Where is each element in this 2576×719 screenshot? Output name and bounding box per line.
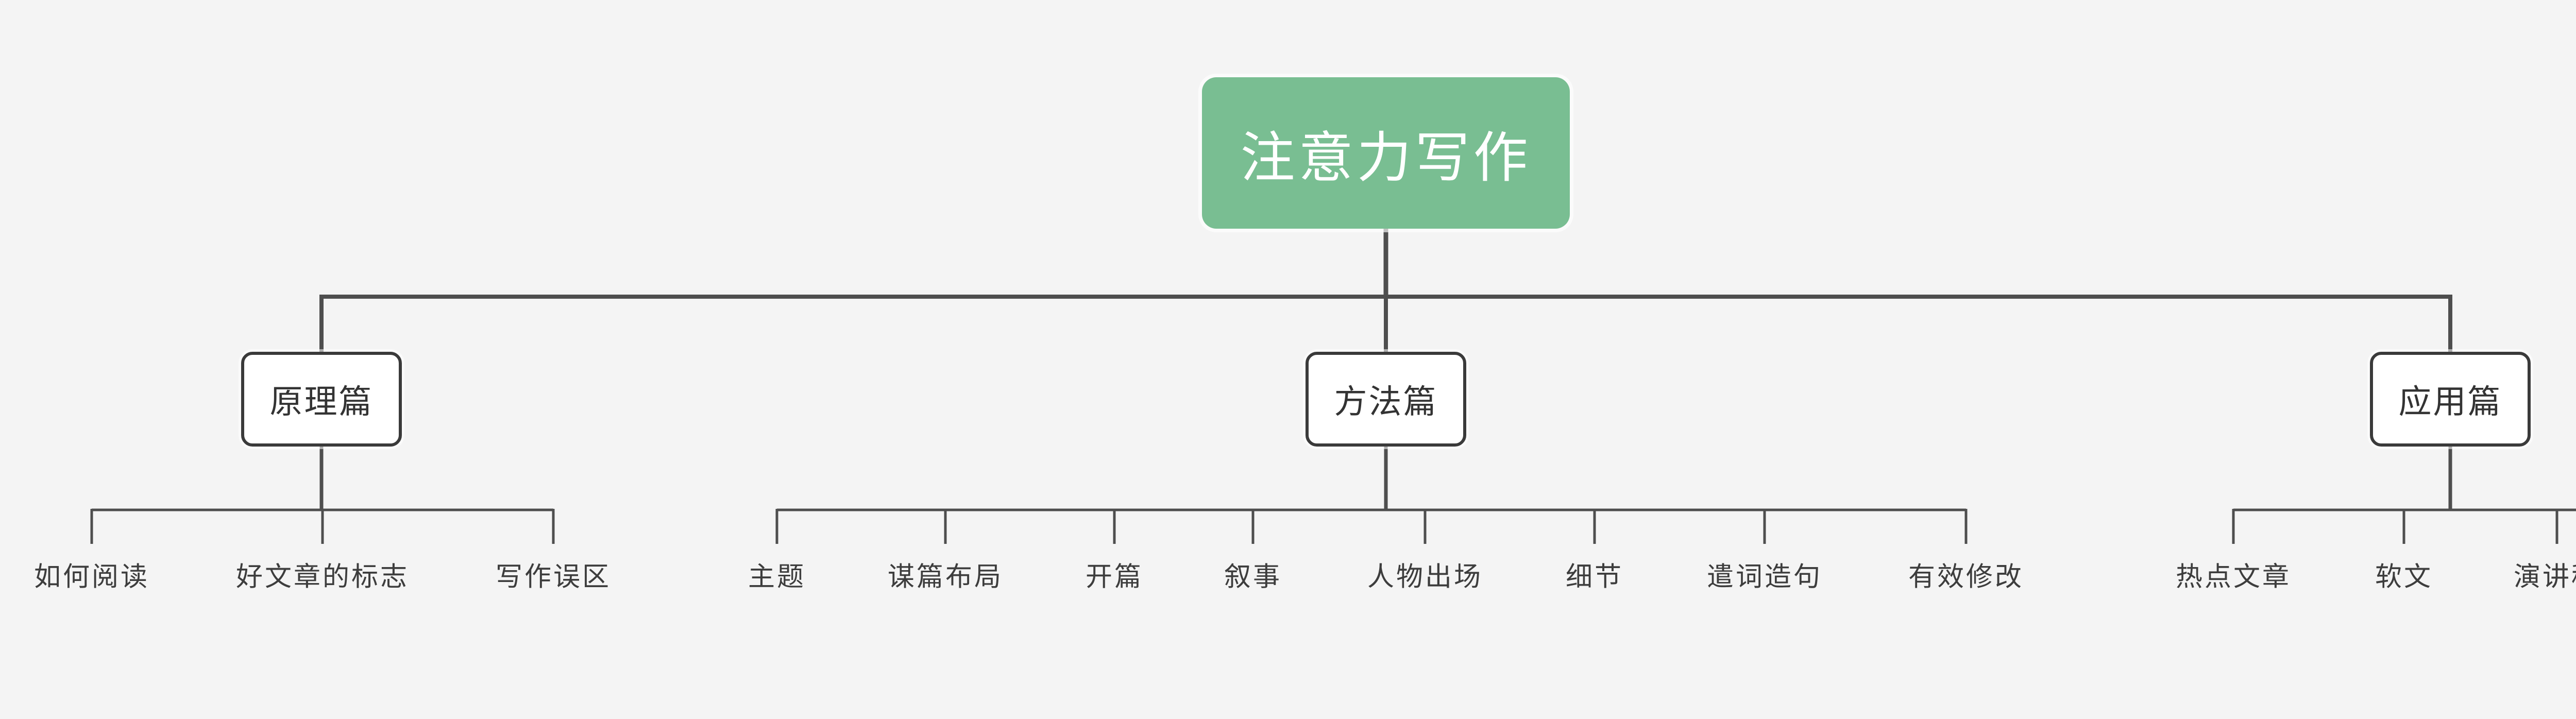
branch-node-3[interactable]: 应用篇 bbox=[2370, 352, 2531, 447]
leaf-node[interactable]: 遣词造句 bbox=[1706, 562, 1823, 592]
leaf-node[interactable]: 有效修改 bbox=[1908, 562, 2024, 592]
branch-node-2[interactable]: 方法篇 bbox=[1306, 352, 1466, 447]
branch-node-label: 应用篇 bbox=[2398, 383, 2502, 420]
root-node[interactable]: 注意力写作 bbox=[1202, 77, 1570, 229]
leaf-node[interactable]: 软文 bbox=[2375, 562, 2433, 592]
leaf-node[interactable]: 热点文章 bbox=[2175, 562, 2292, 592]
leaf-node[interactable]: 写作误区 bbox=[495, 562, 612, 592]
leaf-node[interactable]: 演讲稿 bbox=[2513, 562, 2576, 592]
leaf-node[interactable]: 主题 bbox=[748, 562, 806, 592]
branch-node-1[interactable]: 原理篇 bbox=[241, 352, 402, 447]
leaf-node[interactable]: 叙事 bbox=[1224, 562, 1282, 592]
leaf-node[interactable]: 如何阅读 bbox=[33, 562, 150, 592]
root-node-label: 注意力写作 bbox=[1240, 128, 1532, 189]
leaf-node[interactable]: 人物出场 bbox=[1367, 562, 1483, 592]
leaf-node[interactable]: 好文章的标志 bbox=[235, 562, 410, 592]
leaf-node[interactable]: 开篇 bbox=[1085, 562, 1144, 592]
leaf-node[interactable]: 细节 bbox=[1565, 562, 1624, 592]
leaf-node[interactable]: 谋篇布局 bbox=[887, 562, 1004, 592]
branch-node-label: 原理篇 bbox=[269, 383, 374, 420]
branch-node-label: 方法篇 bbox=[1334, 383, 1438, 420]
